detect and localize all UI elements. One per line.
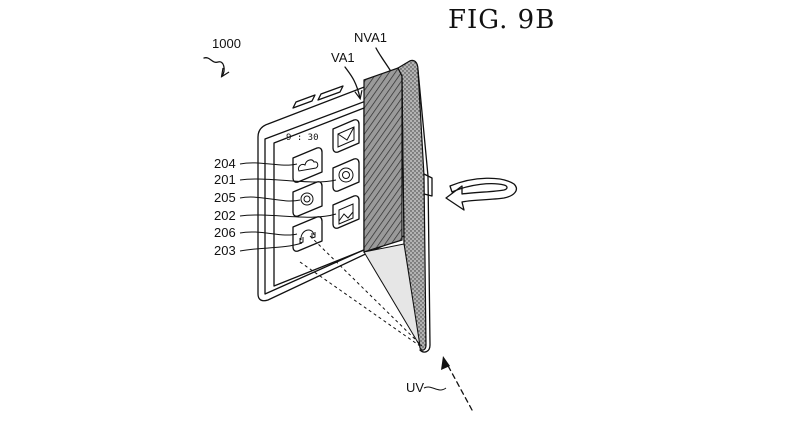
uv-leader <box>423 386 447 391</box>
hinge-bump <box>423 173 433 197</box>
non-display-area-label: NVA1 <box>354 30 387 45</box>
uv-arrowhead <box>441 356 450 370</box>
uv-arrow <box>445 361 473 411</box>
label-205: 205 <box>214 190 236 205</box>
leader-201 <box>239 178 337 183</box>
side-button-1 <box>292 94 316 109</box>
headphones-icon <box>292 216 323 252</box>
rotation-arrow <box>445 177 518 211</box>
leader-205 <box>239 196 301 202</box>
label-202: 202 <box>214 208 236 223</box>
compass-icon <box>332 158 360 192</box>
non-display-area <box>363 67 403 253</box>
hinge-crease <box>401 75 405 245</box>
rear-panel-edge <box>417 69 431 353</box>
leader-203 <box>239 242 303 252</box>
side-button-2 <box>317 85 344 101</box>
label-201: 201 <box>214 172 236 187</box>
cloud-icon <box>292 147 323 183</box>
camera-icon <box>292 181 323 217</box>
figure-title: FIG. 9B <box>448 5 555 35</box>
mail-icon <box>332 119 360 153</box>
photo-icon <box>332 195 360 229</box>
label-204: 204 <box>214 156 236 171</box>
label-206: 206 <box>214 225 236 240</box>
leader-204 <box>239 162 298 166</box>
device-leader <box>203 57 224 76</box>
leader-202 <box>239 213 337 218</box>
device-label: 1000 <box>212 36 241 51</box>
fold-dashed-2 <box>299 261 421 347</box>
fold-dashed-1 <box>309 235 423 347</box>
uv-label: UV <box>406 380 424 395</box>
display-area-label: VA1 <box>331 50 355 65</box>
display-area-leader <box>344 66 360 98</box>
leader-206 <box>239 231 298 236</box>
clock: 9 : 30 <box>286 133 319 143</box>
rear-panel <box>397 59 427 351</box>
fold-front <box>363 243 421 347</box>
label-203: 203 <box>214 243 236 258</box>
